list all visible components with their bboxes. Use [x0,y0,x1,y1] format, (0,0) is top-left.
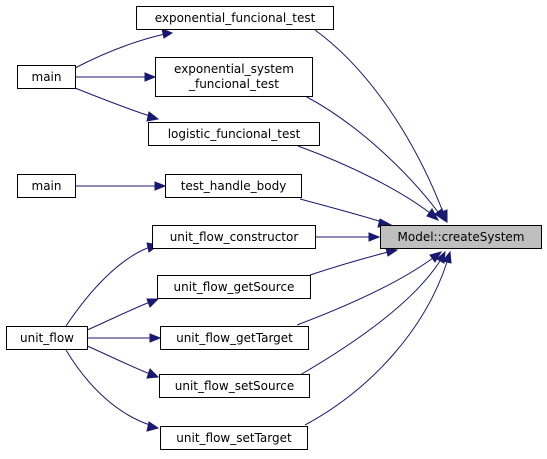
edge-logistic-funcional-test-to-target [297,145,431,214]
edge-main-to-logistic-funcional-test [74,87,151,117]
arrowhead [442,250,452,264]
node-unit-flow-getsource[interactable]: unit_flow_getSource [157,275,311,299]
edge-unit-flow-to-getsource [84,301,151,332]
node-test-handle-body[interactable]: test_handle_body [165,174,302,198]
node-unit-flow-settarget[interactable]: unit_flow_setTarget [160,426,308,450]
node-label: exponential_funcional_test [155,11,316,25]
arrowhead [144,72,157,82]
node-label: unit_flow_setTarget [176,431,292,445]
node-unit-flow-gettarget[interactable]: unit_flow_getTarget [160,326,309,350]
arrowhead [154,181,167,191]
arrowhead [434,208,446,223]
edge-test-handle-body-to-target [299,198,383,223]
arrowhead [161,28,174,39]
arrowhead [146,298,160,308]
node-main-top[interactable]: main [17,65,76,89]
edge-unit-flow-to-settarget [65,349,151,426]
node-unit-flow-setsource[interactable]: unit_flow_setSource [159,374,310,398]
arrowhead [149,333,162,343]
node-label: main [32,179,62,193]
arrowhead [146,111,160,122]
edge-unit-flow-to-setsource [84,344,151,375]
arrowhead [426,208,440,221]
node-logistic-funcional-test[interactable]: logistic_funcional_test [148,122,320,146]
node-unit-flow[interactable]: unit_flow [6,326,88,350]
edge-main-to-exponential-funcional-test [74,33,166,69]
node-exponential-system-funcional-test[interactable]: exponential_system _funcional_test [155,57,313,97]
edge-gettarget-to-target [296,257,434,326]
node-unit-flow-constructor[interactable]: unit_flow_constructor [152,225,316,249]
arrowhead [429,251,443,263]
node-label: unit_flow_getSource [174,280,295,294]
arrowhead [368,232,381,242]
node-label: test_handle_body [181,179,287,193]
node-label-line1: exponential_system [174,62,294,76]
arrowhead [146,421,160,432]
edge-getsource-to-target [309,251,389,276]
node-label: unit_flow_getTarget [176,331,293,345]
node-label: main [32,70,62,84]
node-label: unit_flow_setSource [175,379,295,393]
node-label: Model::createSystem [398,230,525,244]
node-label-line2: _funcional_test [188,77,279,91]
edge-exponential-system-funcional-test-to-target [304,95,439,213]
arrowhead [146,368,160,379]
node-label: unit_flow [20,331,74,345]
edge-unit-flow-to-constructor [65,246,151,327]
node-label: unit_flow_constructor [170,230,299,244]
node-main-mid[interactable]: main [17,174,76,198]
edge-setsource-to-target [299,260,441,376]
edge-exponential-funcional-test-to-target [314,29,444,213]
edge-settarget-to-target [304,261,448,426]
node-exponential-funcional-test[interactable]: exponential_funcional_test [136,6,334,30]
node-model-createsystem[interactable]: Model::createSystem [380,225,542,249]
arrowhead [385,247,399,257]
node-label: logistic_funcional_test [168,127,301,141]
